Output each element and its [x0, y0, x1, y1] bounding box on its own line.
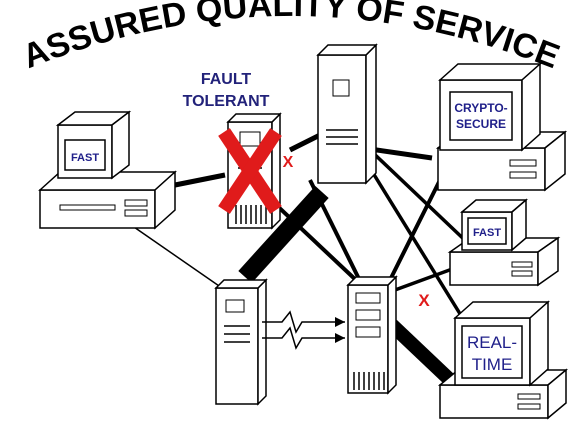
bottom-left-server — [214, 278, 268, 406]
heavy-link-small-server-to-realtime — [387, 319, 455, 386]
real-time-computer: REAL- TIME — [437, 300, 569, 420]
link-failure-x-mark-2: X — [418, 291, 430, 310]
screen-label-left-fast: FAST — [71, 152, 99, 164]
screen-label-crypto-line1: CRYPTO- — [454, 101, 507, 115]
fault-tolerant-label-line2: TOLERANT — [183, 93, 270, 110]
link-failure-x-mark-1: X — [283, 154, 294, 171]
link-faulty-to-tower — [288, 132, 322, 153]
central-tower-server — [316, 43, 378, 185]
small-middle-server — [346, 275, 398, 395]
crypto-secure-computer: CRYPTO- SECURE — [435, 62, 568, 192]
link-crypto-to-small-server — [383, 169, 447, 291]
link-tower-to-realtime — [363, 159, 472, 331]
link-small-server-to-mid-fast — [394, 266, 456, 292]
fast-computer-right: FAST — [447, 198, 561, 287]
screen-label-realtime-line2: TIME — [472, 355, 513, 374]
heavy-link-tower-to-bottom-server — [238, 185, 329, 284]
fault-tolerant-label-line1: FAULT — [201, 71, 252, 88]
failure-x-icon — [218, 128, 282, 214]
screen-label-right-fast: FAST — [473, 227, 501, 239]
wireless-signal-icon — [262, 310, 345, 350]
screen-label-realtime-line1: REAL- — [467, 333, 517, 352]
screen-label-crypto-line2: SECURE — [456, 117, 506, 131]
link-tower-to-mid-fast — [368, 148, 472, 247]
fast-computer-left: FAST — [38, 110, 177, 230]
